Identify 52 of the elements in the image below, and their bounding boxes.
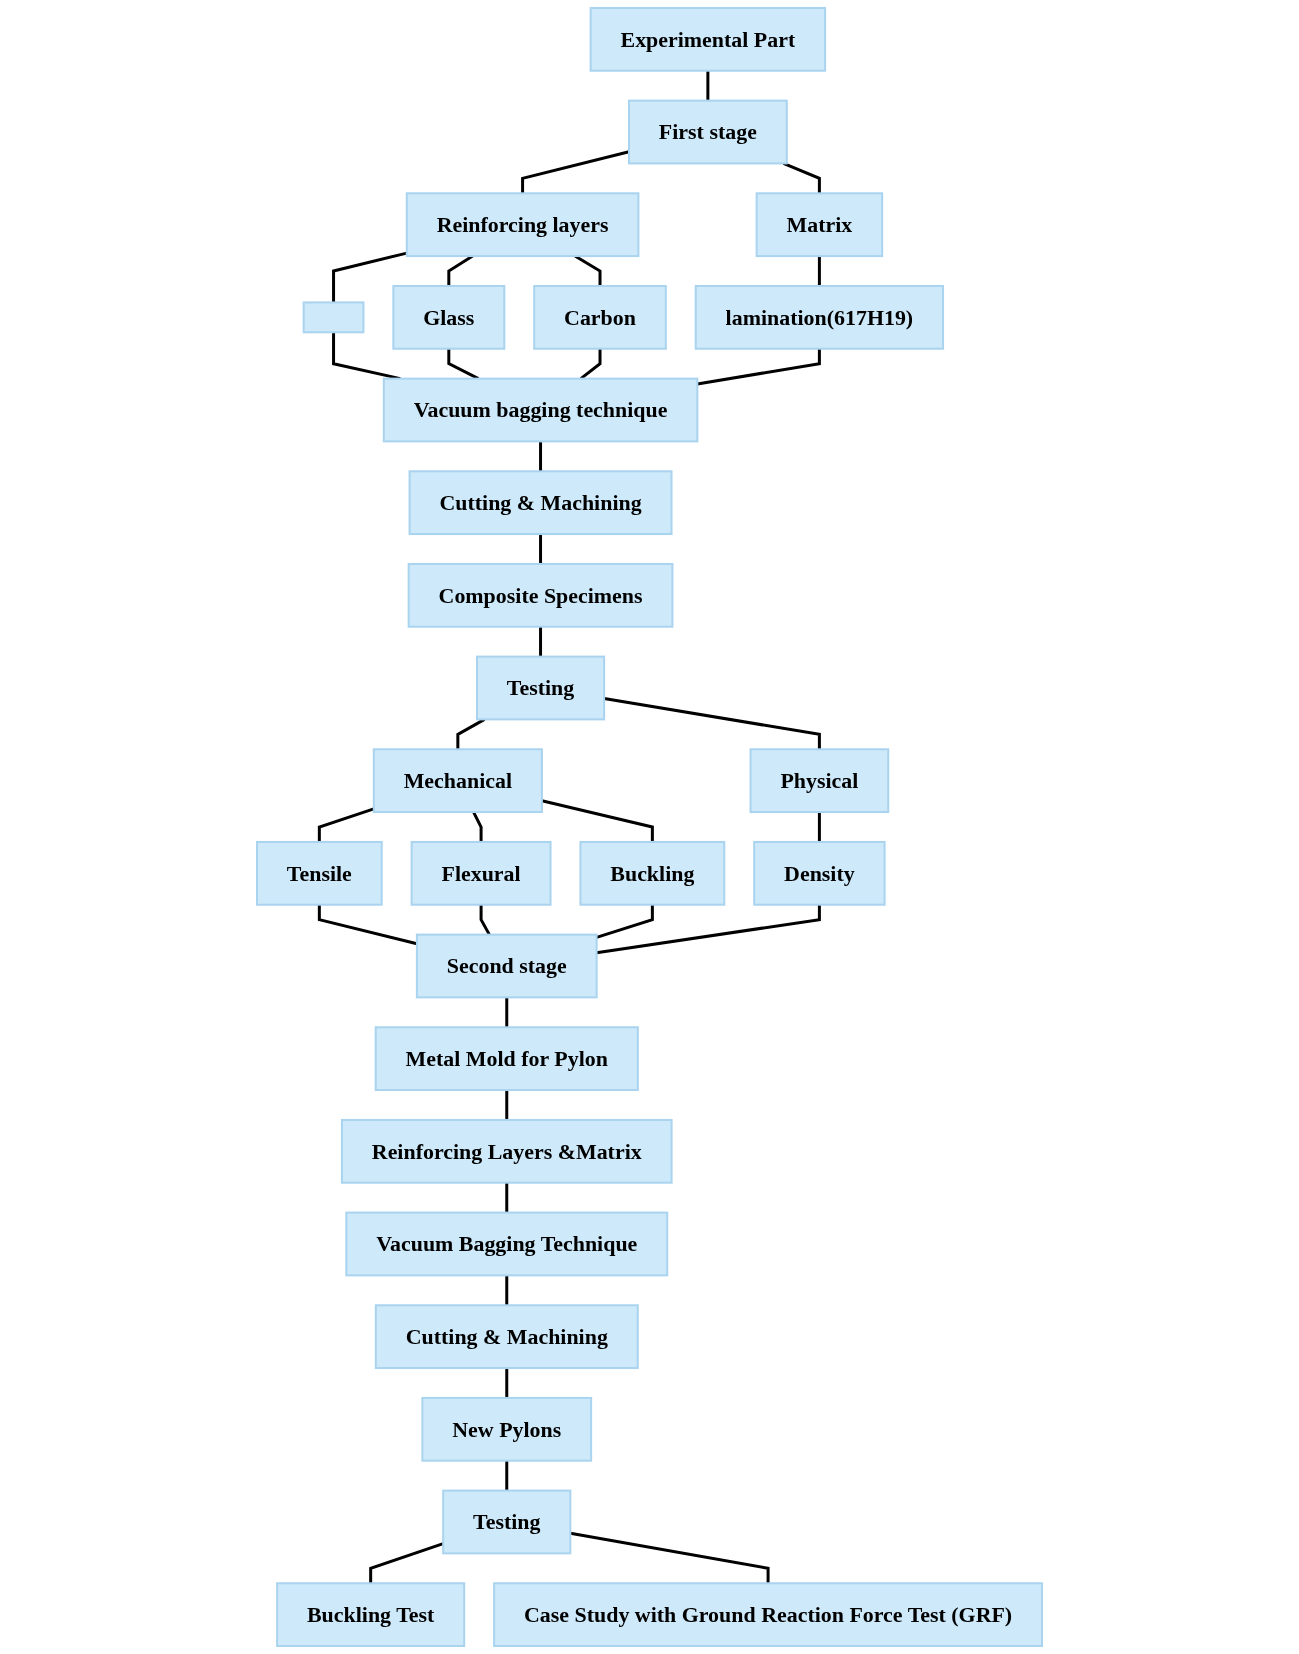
node-box: Testing xyxy=(442,1489,572,1555)
node-box: lamination(617H19) xyxy=(694,284,945,350)
connector xyxy=(596,904,821,955)
node-box: Cutting & Machining xyxy=(374,1304,639,1370)
connector xyxy=(505,997,509,1028)
connector xyxy=(817,812,821,842)
connector xyxy=(570,1531,770,1584)
node-box: Mechanical xyxy=(372,748,543,814)
node-box: Vacuum bagging technique xyxy=(382,377,699,443)
connector xyxy=(505,1090,509,1120)
connector xyxy=(472,811,483,842)
node-box: Testing xyxy=(475,655,606,721)
connector xyxy=(782,162,821,194)
node-box: Tensile xyxy=(255,840,383,906)
connector xyxy=(539,441,543,472)
node-box: Reinforcing layers xyxy=(405,192,640,258)
node-box: Cutting & Machining xyxy=(408,470,673,536)
node-box: Glass xyxy=(392,284,506,350)
node-box xyxy=(302,301,365,334)
node-box: Second stage xyxy=(415,933,598,999)
node-box: Flexural xyxy=(410,840,552,906)
node-box: Experimental Part xyxy=(589,6,827,72)
node-box: Metal Mold for Pylon xyxy=(374,1026,639,1092)
node-box: New Pylons xyxy=(421,1396,593,1462)
connector xyxy=(505,1182,509,1213)
connector xyxy=(505,1460,509,1491)
connector xyxy=(697,348,821,386)
node-box: Physical xyxy=(749,748,890,814)
connector xyxy=(447,348,480,380)
node-box: Carbon xyxy=(533,284,667,350)
connector xyxy=(817,256,821,286)
node-box: Buckling Test xyxy=(276,1582,466,1648)
connector xyxy=(505,1368,509,1398)
connector xyxy=(317,807,375,842)
node-box: Buckling xyxy=(579,840,726,906)
node-box: Matrix xyxy=(755,192,884,258)
connector xyxy=(539,534,543,564)
connector xyxy=(706,70,710,101)
node-box: Vacuum Bagging Technique xyxy=(345,1211,669,1277)
node-box: Reinforcing Layers &Matrix xyxy=(340,1118,673,1184)
connector xyxy=(596,904,654,939)
node-box: Density xyxy=(753,840,886,906)
connector xyxy=(479,904,491,936)
node-box: Composite Specimens xyxy=(407,562,674,628)
connector xyxy=(539,626,543,657)
node-box: Case Study with Ground Reaction Force Test (GRF) xyxy=(493,1582,1044,1648)
connector xyxy=(505,1275,509,1306)
connector xyxy=(456,718,486,750)
node-box: First stage xyxy=(628,99,788,165)
connector xyxy=(541,799,654,842)
connector xyxy=(369,1542,444,1584)
connector xyxy=(579,348,602,380)
